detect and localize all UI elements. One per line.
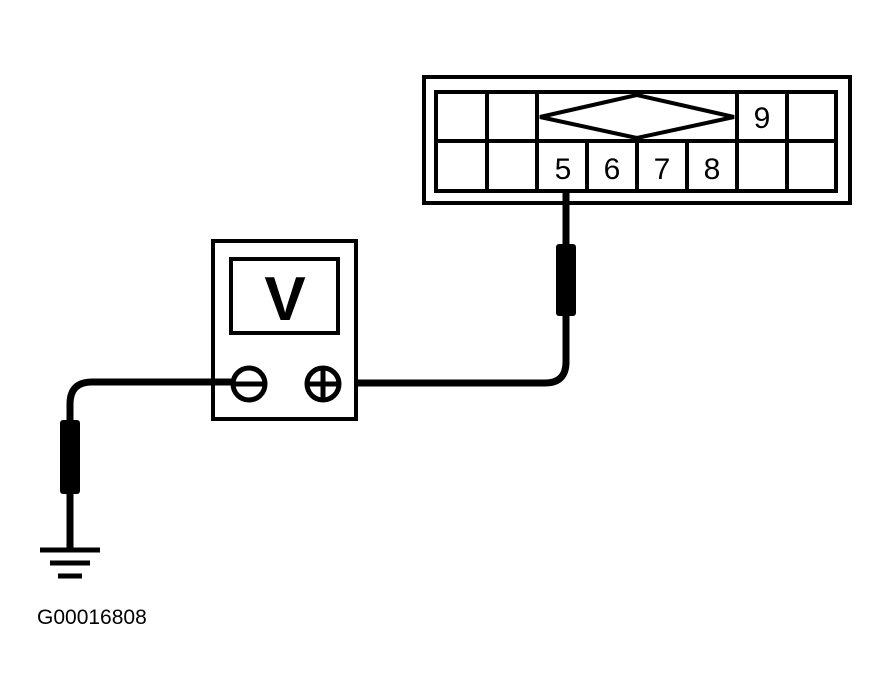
negative-lead-wire (66, 378, 233, 422)
positive-test-lead (340, 191, 576, 387)
pin-5-label: 5 (555, 153, 572, 186)
positive-lead-wire (340, 314, 570, 387)
negative-terminal-icon (230, 365, 268, 403)
negative-test-lead (60, 378, 233, 549)
pin-6-label: 6 (604, 153, 621, 186)
pin-9-label: 9 (754, 102, 771, 135)
ground-icon (40, 547, 100, 579)
positive-probe-handle (556, 244, 576, 316)
figure-id: G00016808 (37, 606, 147, 629)
diagnostic-connector: 5 6 7 8 9 (422, 75, 852, 205)
pin-7-label: 7 (654, 153, 671, 186)
voltmeter-label: V (264, 265, 305, 334)
negative-probe-handle (60, 420, 80, 494)
voltmeter-display (229, 257, 340, 335)
voltmeter: V (211, 239, 358, 421)
positive-terminal-icon (304, 365, 342, 403)
connector-key-diamond (539, 92, 735, 141)
pin-8-label: 8 (704, 153, 721, 186)
